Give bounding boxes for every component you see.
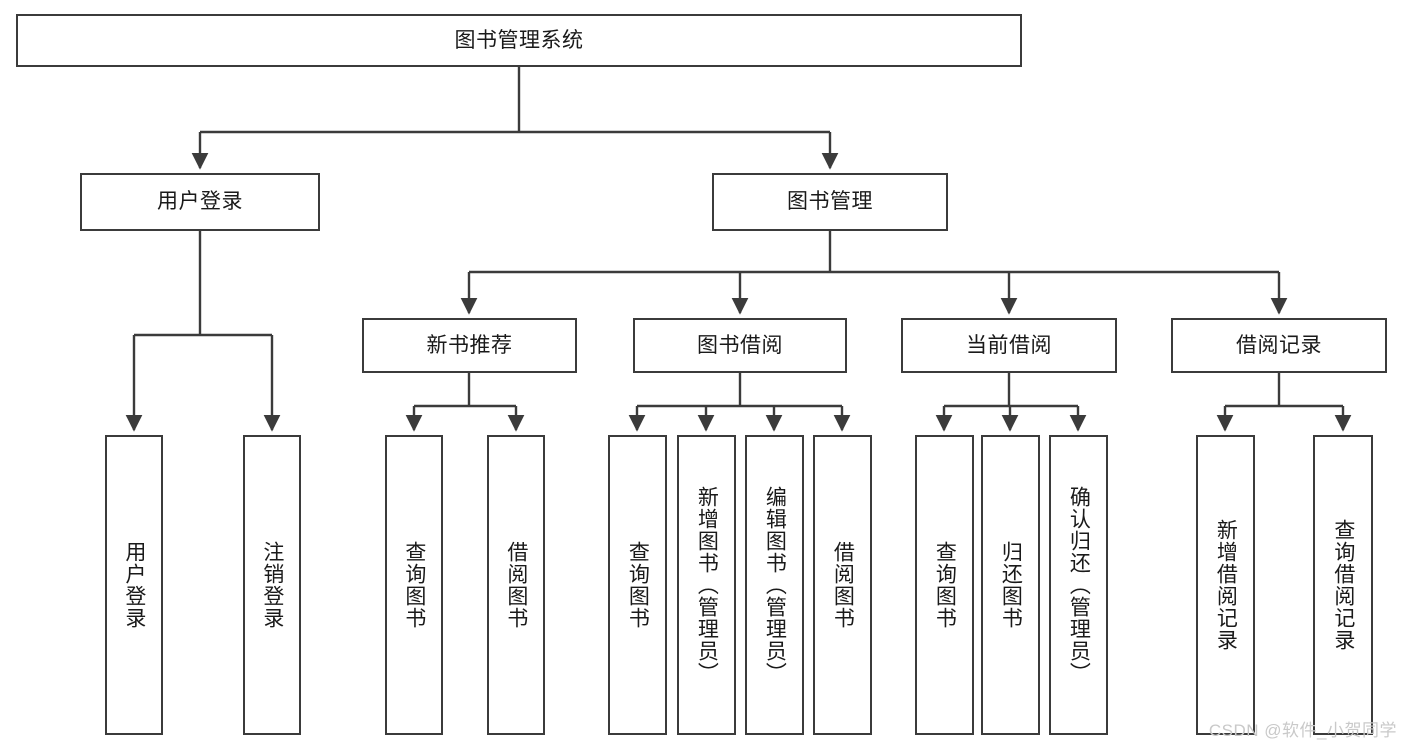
node-label: 查询图书 bbox=[402, 541, 426, 629]
leaf-borrow-book-1[interactable]: 借阅图书 bbox=[487, 435, 545, 735]
leaf-query-book-3[interactable]: 查询图书 bbox=[915, 435, 974, 735]
leaf-add-record[interactable]: 新增借阅记录 bbox=[1196, 435, 1255, 735]
node-borrow-record[interactable]: 借阅记录 bbox=[1171, 318, 1387, 373]
node-label: 当前借阅 bbox=[966, 333, 1052, 357]
node-book-manage[interactable]: 图书管理 bbox=[712, 173, 948, 231]
node-label: 新增图书（管理员） bbox=[695, 486, 719, 684]
leaf-edit-book[interactable]: 编辑图书（管理员） bbox=[745, 435, 804, 735]
node-label: 借阅图书 bbox=[831, 541, 855, 629]
leaf-query-book-1[interactable]: 查询图书 bbox=[385, 435, 443, 735]
node-user-login[interactable]: 用户登录 bbox=[80, 173, 320, 231]
node-root[interactable]: 图书管理系统 bbox=[16, 14, 1022, 67]
node-label: 新增借阅记录 bbox=[1214, 519, 1238, 651]
node-label: 确认归还（管理员） bbox=[1067, 486, 1091, 684]
node-book-borrow[interactable]: 图书借阅 bbox=[633, 318, 847, 373]
leaf-add-book[interactable]: 新增图书（管理员） bbox=[677, 435, 736, 735]
csdn-watermark: CSDN @软件_小贺同学 bbox=[1208, 721, 1397, 740]
node-label: 图书借阅 bbox=[697, 333, 783, 357]
leaf-confirm-return[interactable]: 确认归还（管理员） bbox=[1049, 435, 1108, 735]
leaf-query-book-2[interactable]: 查询图书 bbox=[608, 435, 667, 735]
node-label: 归还图书 bbox=[999, 541, 1023, 629]
node-label: 用户登录 bbox=[122, 541, 146, 629]
leaf-logout[interactable]: 注销登录 bbox=[243, 435, 301, 735]
node-label: 借阅记录 bbox=[1236, 333, 1322, 357]
node-label: 查询借阅记录 bbox=[1331, 519, 1355, 651]
node-new-book-recommend[interactable]: 新书推荐 bbox=[362, 318, 577, 373]
node-label: 图书管理系统 bbox=[454, 28, 584, 52]
node-label: 查询图书 bbox=[626, 541, 650, 629]
leaf-query-record[interactable]: 查询借阅记录 bbox=[1313, 435, 1373, 735]
node-label: 查询图书 bbox=[933, 541, 957, 629]
node-label: 新书推荐 bbox=[426, 333, 513, 357]
node-label: 编辑图书（管理员） bbox=[763, 486, 787, 684]
leaf-return-book[interactable]: 归还图书 bbox=[981, 435, 1040, 735]
node-label: 用户登录 bbox=[157, 190, 243, 214]
node-label: 注销登录 bbox=[260, 541, 284, 629]
node-current-borrow[interactable]: 当前借阅 bbox=[901, 318, 1117, 373]
leaf-user-login[interactable]: 用户登录 bbox=[105, 435, 163, 735]
node-label: 借阅图书 bbox=[504, 541, 528, 629]
leaf-borrow-book-2[interactable]: 借阅图书 bbox=[813, 435, 872, 735]
node-label: 图书管理 bbox=[787, 190, 873, 214]
